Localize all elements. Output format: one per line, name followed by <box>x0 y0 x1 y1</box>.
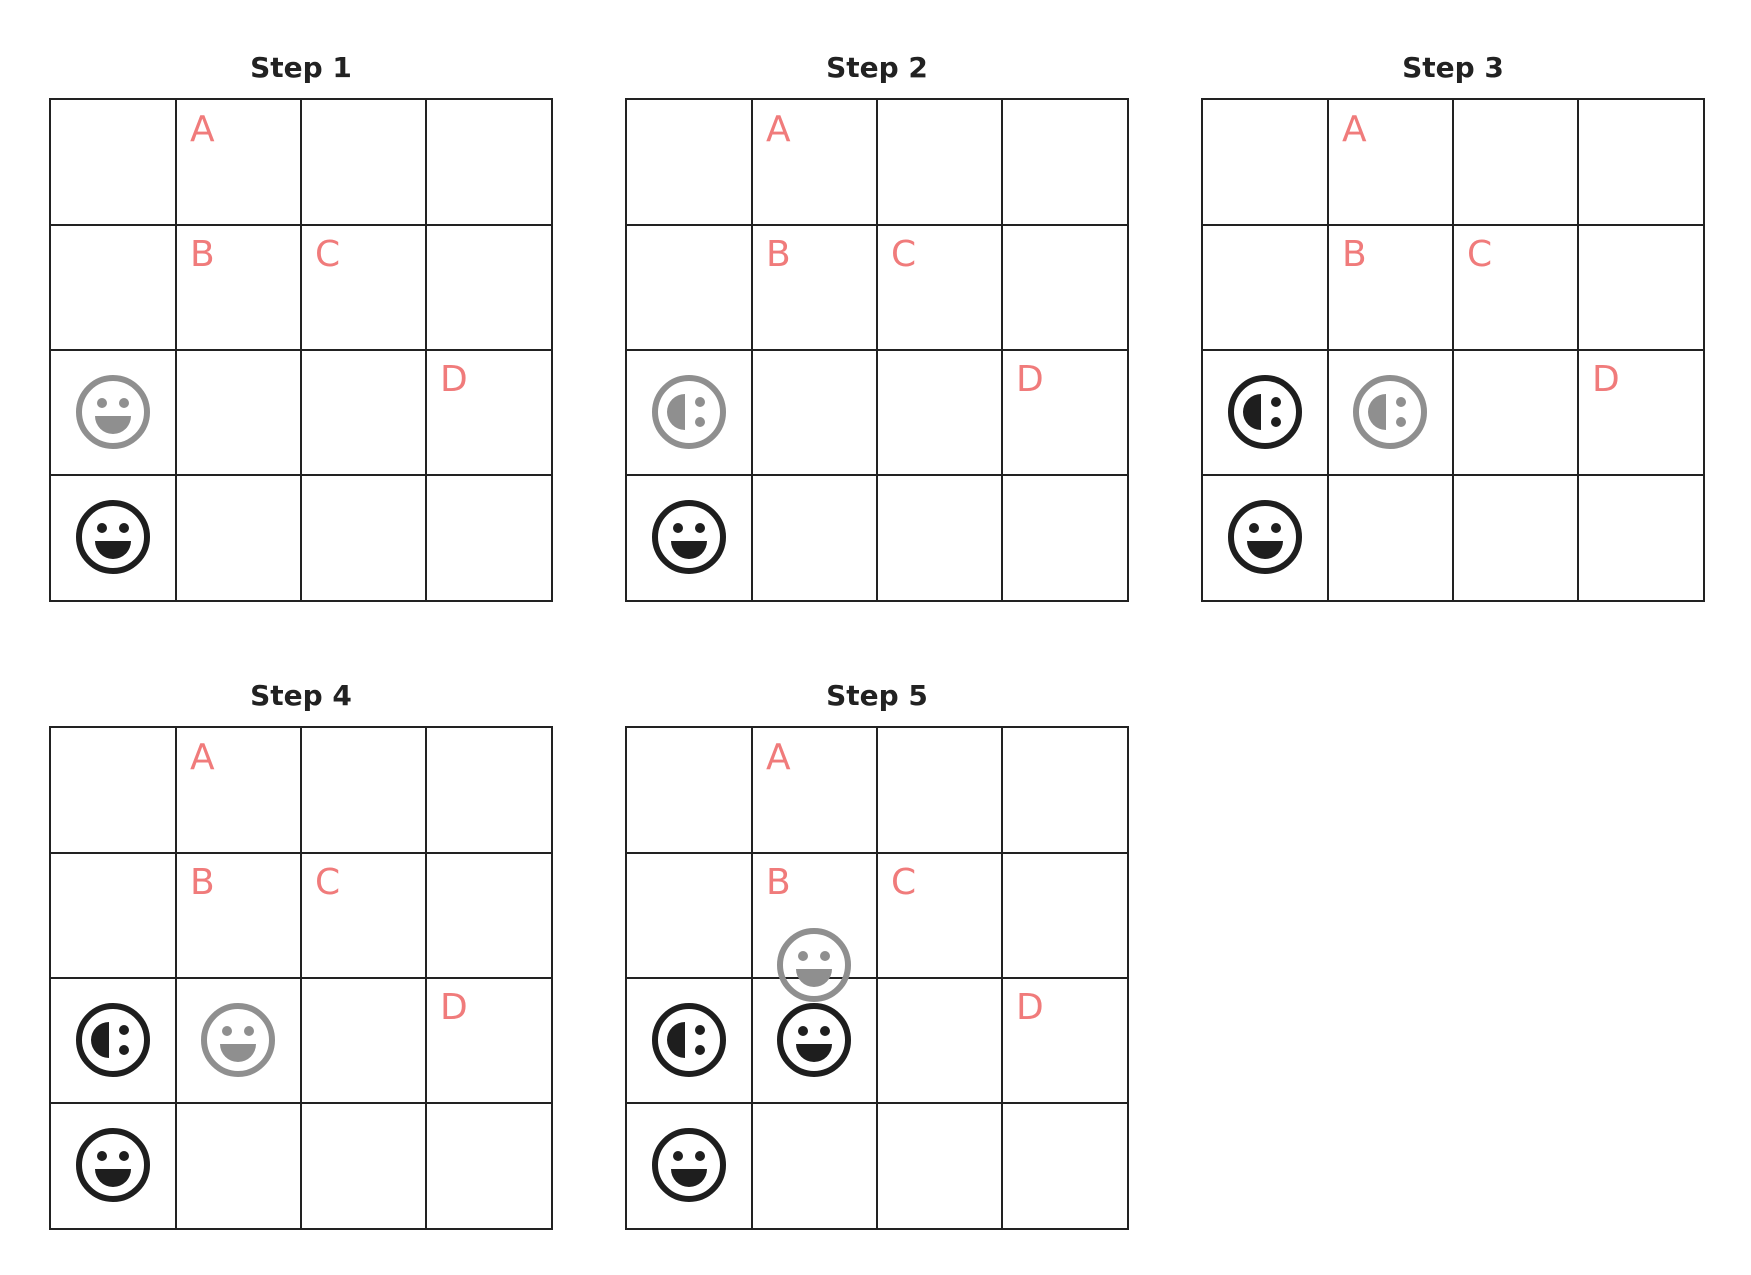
smile-face-icon <box>1225 497 1305 577</box>
cell-label-a: A <box>1342 109 1367 150</box>
grid-line-horizontal <box>1203 474 1703 476</box>
smile-face-icon <box>649 497 729 577</box>
grid-line-vertical <box>1001 100 1003 600</box>
smile-face-icon <box>198 1000 278 1080</box>
panel-title: Step 2 <box>826 51 928 84</box>
grid-line-vertical <box>876 728 878 1228</box>
grid-line-vertical <box>425 100 427 600</box>
cell-label-d: D <box>440 359 468 400</box>
face-left-icon <box>73 1000 153 1080</box>
cell-label-b: B <box>766 234 791 275</box>
cell-label-c: C <box>1467 234 1493 275</box>
cell-label-d: D <box>1592 359 1620 400</box>
smile-face-icon <box>774 925 854 1005</box>
cell-label-b: B <box>190 234 215 275</box>
grid-line-vertical <box>1452 100 1454 600</box>
step-panel: Step 2 A B C D <box>625 48 1129 602</box>
cell-label-d: D <box>1016 359 1044 400</box>
step-panel: Step 5 A B C D <box>625 676 1129 1230</box>
grid-line-horizontal <box>627 1102 1127 1104</box>
grid-board: A B C D <box>49 98 553 602</box>
panel-title: Step 5 <box>826 679 928 712</box>
panel-title: Step 3 <box>1402 51 1504 84</box>
cell-label-d: D <box>1016 987 1044 1028</box>
grid-line-horizontal <box>627 474 1127 476</box>
smile-face-icon <box>73 372 153 452</box>
grid-board: A B C D <box>625 98 1129 602</box>
cell-label-d: D <box>440 987 468 1028</box>
step-panel: Step 1 A B C D <box>49 48 553 602</box>
smile-face-icon <box>649 1125 729 1205</box>
step-panel: Step 4 A B C D <box>49 676 553 1230</box>
grid-line-vertical <box>425 728 427 1228</box>
cell-label-b: B <box>766 862 791 903</box>
grid-line-horizontal <box>51 474 551 476</box>
cell-label-a: A <box>190 109 215 150</box>
panel-title: Step 4 <box>250 679 352 712</box>
cell-label-b: B <box>1342 234 1367 275</box>
cell-label-a: A <box>766 737 791 778</box>
panel-title: Step 1 <box>250 51 352 84</box>
face-left-icon <box>1350 372 1430 452</box>
grid-board: A B C D <box>49 726 553 1230</box>
step-panel: Step 3 A B C D <box>1201 48 1705 602</box>
cell-label-c: C <box>891 234 917 275</box>
smile-face-icon <box>73 1125 153 1205</box>
grid-line-vertical <box>300 100 302 600</box>
grid-line-vertical <box>1577 100 1579 600</box>
cell-label-a: A <box>766 109 791 150</box>
cell-label-a: A <box>190 737 215 778</box>
face-left-icon <box>1225 372 1305 452</box>
cell-label-c: C <box>315 862 341 903</box>
smile-face-icon <box>774 1000 854 1080</box>
grid-board: A B C D <box>625 726 1129 1230</box>
cell-label-b: B <box>190 862 215 903</box>
cell-label-c: C <box>891 862 917 903</box>
face-left-icon <box>649 1000 729 1080</box>
grid-line-vertical <box>1001 728 1003 1228</box>
cell-label-c: C <box>315 234 341 275</box>
smile-face-icon <box>73 497 153 577</box>
grid-line-vertical <box>876 100 878 600</box>
grid-line-horizontal <box>51 1102 551 1104</box>
grid-line-vertical <box>300 728 302 1228</box>
face-left-icon <box>649 372 729 452</box>
grid-board: A B C D <box>1201 98 1705 602</box>
